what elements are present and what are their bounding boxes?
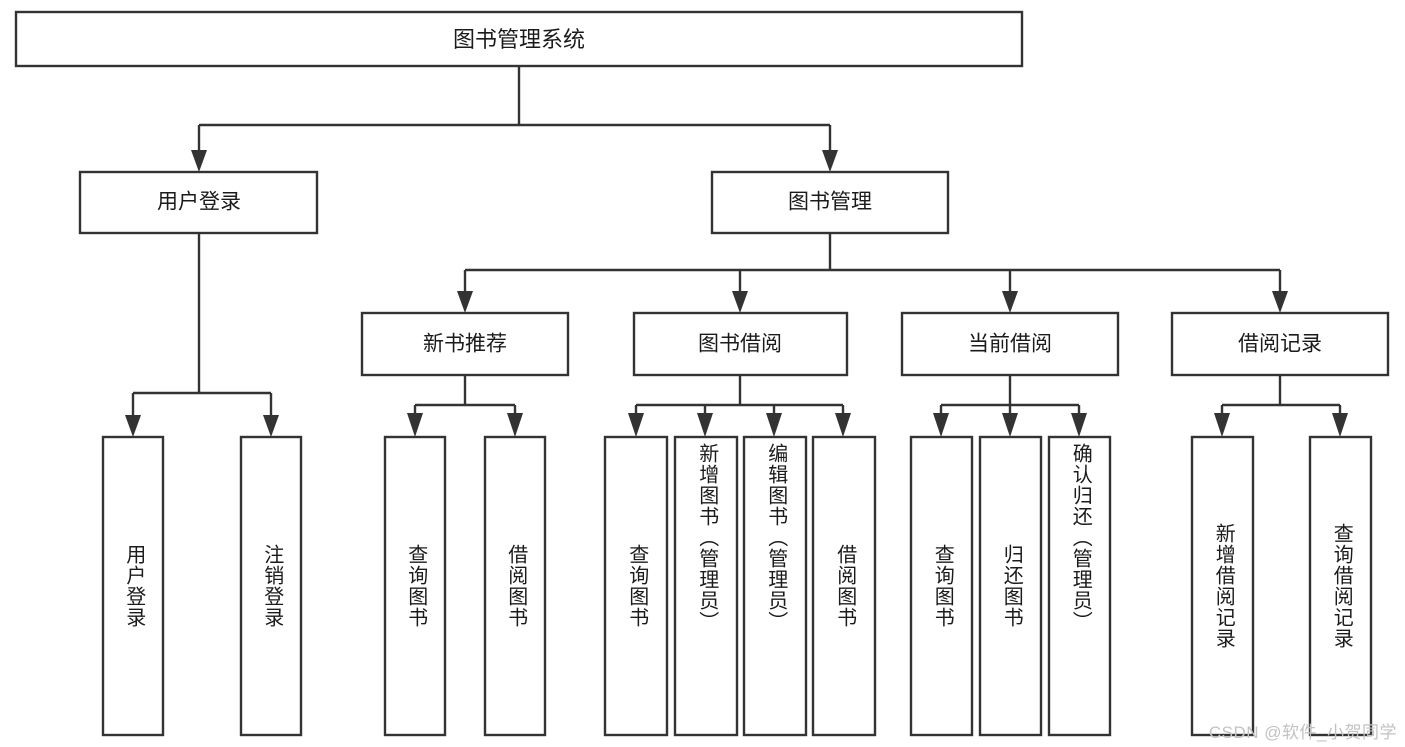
node-root-box[interactable]	[14, 10, 1024, 68]
arrow-current-leaf-2	[1071, 413, 1087, 437]
leaf-box-book-borrow-1[interactable]	[673, 435, 739, 737]
arrow-root-to-book-manage	[822, 150, 838, 172]
node-user-login-box[interactable]	[78, 170, 319, 235]
arrow-bookmanage-to-l2-2	[1002, 291, 1018, 313]
node-book-borrow-box[interactable]	[632, 311, 849, 377]
node-layer: 图书管理系统 用户登录 图书管理 新书推荐 图书借阅 当前借阅 借阅记录	[14, 10, 1390, 737]
leaf-box-user-login-0[interactable]	[101, 435, 165, 737]
leaf-box-borrow-record-1[interactable]	[1308, 435, 1373, 737]
node-book-manage-box[interactable]	[710, 170, 950, 235]
arrow-borrow-leaf-1	[697, 413, 713, 437]
node-book-borrow-label: 图书借阅	[698, 333, 782, 356]
arrow-record-leaf-0	[1214, 413, 1230, 437]
leaf-box-new-book-1[interactable]	[483, 435, 547, 737]
leaf-box-current-borrow-0[interactable]	[909, 435, 974, 737]
node-borrow-record-label: 借阅记录	[1238, 333, 1322, 356]
leaf-box-borrow-record-0[interactable]	[1190, 435, 1255, 737]
arrow-borrow-leaf-0	[628, 413, 644, 437]
csdn-watermark: CSDN @软件_小贺同学	[1208, 723, 1397, 742]
arrow-userlogin-leaf-1	[263, 415, 279, 437]
leaf-box-book-borrow-2[interactable]	[742, 435, 808, 737]
node-new-book-label: 新书推荐	[423, 333, 507, 356]
leaf-box-current-borrow-1[interactable]	[978, 435, 1043, 737]
arrow-newbook-leaf-0	[407, 413, 423, 437]
arrow-current-leaf-0	[933, 413, 949, 437]
arrow-bookmanage-to-l2-0	[457, 291, 473, 313]
leaf-box-user-login-1[interactable]	[239, 435, 303, 737]
arrow-userlogin-leaf-0	[125, 415, 141, 437]
node-borrow-record-box[interactable]	[1170, 311, 1390, 377]
arrow-newbook-leaf-1	[507, 413, 523, 437]
leaf-box-book-borrow-0[interactable]	[603, 435, 669, 737]
node-new-book-box[interactable]	[360, 311, 570, 377]
leaf-box-book-borrow-3[interactable]	[811, 435, 877, 737]
arrow-bookmanage-to-l2-3	[1272, 291, 1288, 313]
node-current-borrow-label: 当前借阅	[968, 333, 1052, 356]
node-root-label: 图书管理系统	[453, 27, 585, 52]
leaf-box-new-book-0[interactable]	[383, 435, 447, 737]
arrow-borrow-leaf-3	[835, 413, 851, 437]
arrow-bookmanage-to-l2-1	[732, 291, 748, 313]
node-user-login-label: 用户登录	[157, 191, 241, 214]
arrow-borrow-leaf-2	[766, 413, 782, 437]
node-current-borrow-box[interactable]	[900, 311, 1120, 377]
arrow-record-leaf-1	[1332, 413, 1348, 437]
arrow-current-leaf-1	[1002, 413, 1018, 437]
node-book-manage-label: 图书管理	[788, 191, 872, 214]
leaf-box-current-borrow-2[interactable]	[1047, 435, 1112, 737]
arrow-root-to-user-login	[191, 150, 207, 172]
connector-layer	[125, 66, 1348, 437]
